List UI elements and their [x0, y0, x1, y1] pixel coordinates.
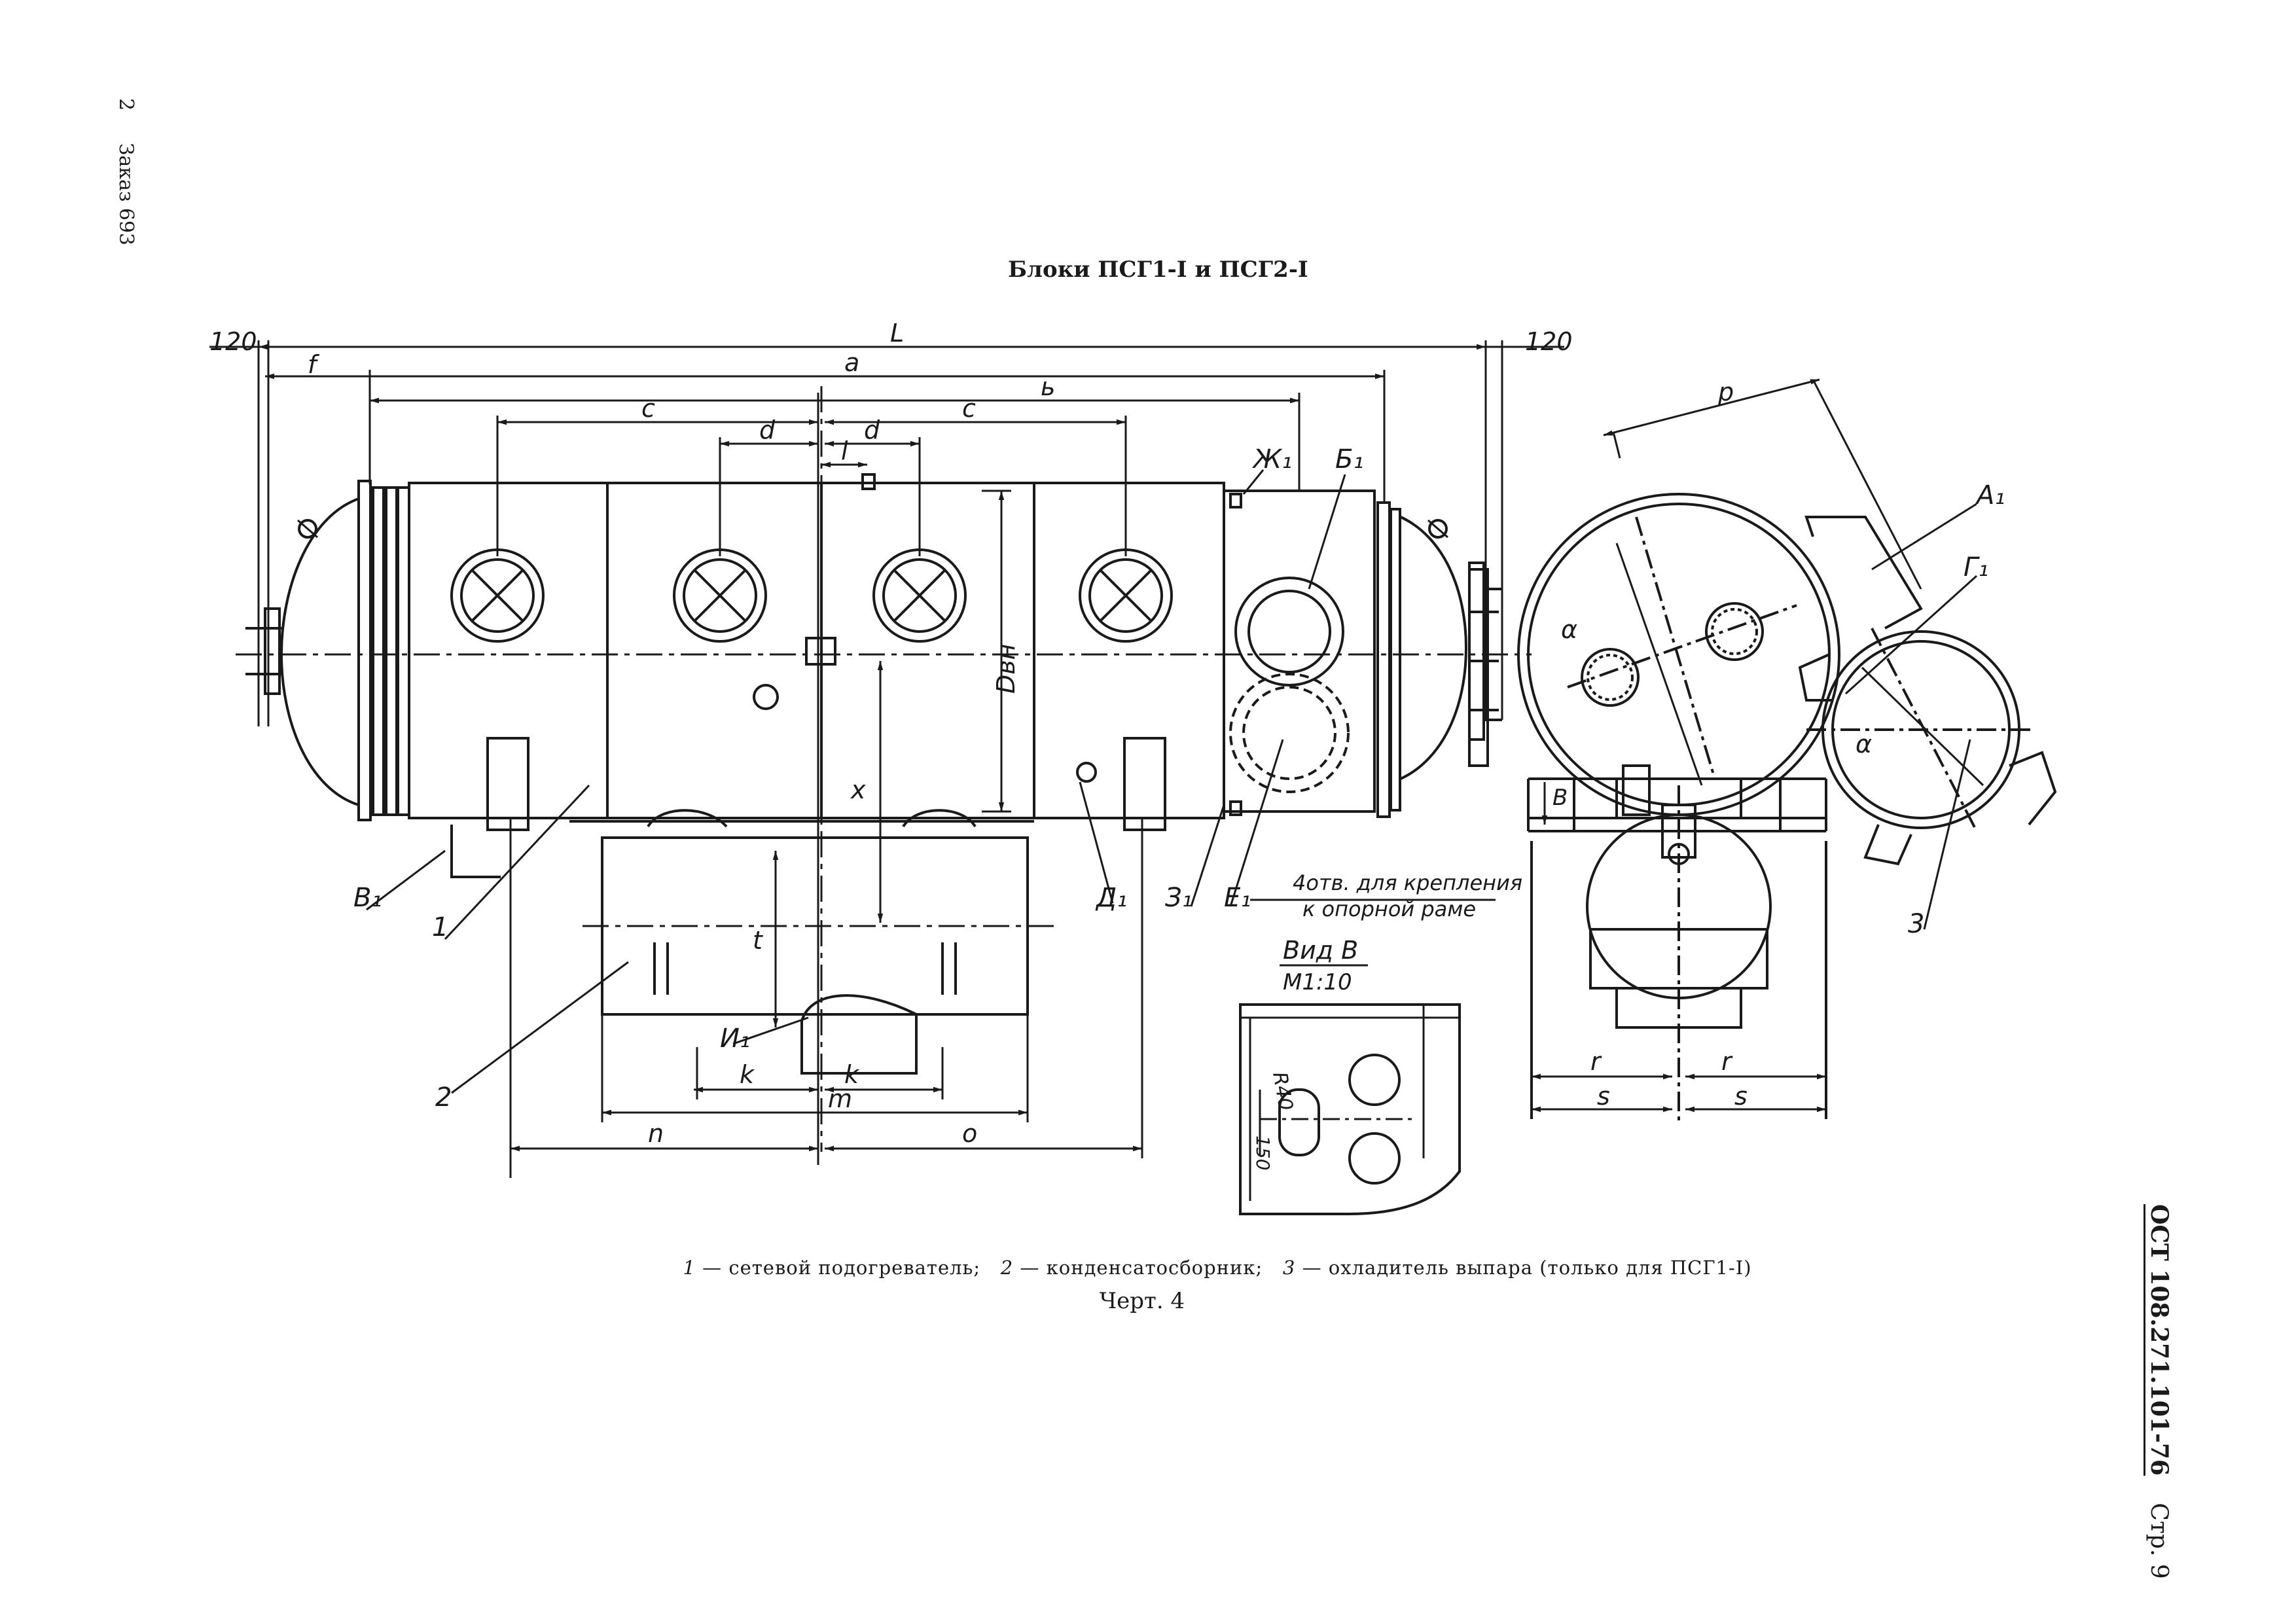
dim-f: f — [308, 350, 320, 379]
callout-g1: Г₁ — [1964, 552, 1988, 582]
dim-o: o — [962, 1119, 977, 1148]
view-b-detail — [1239, 1003, 1461, 1215]
callout-1: 1 — [432, 912, 448, 942]
legend-caption: 1 — сетевой подогреватель; 2 — конденсат… — [683, 1257, 1751, 1279]
dim-r-right: r — [1721, 1047, 1733, 1076]
dim-d-left: d — [759, 416, 776, 444]
dim-m: m — [828, 1084, 852, 1113]
hatch-4 — [1079, 548, 1173, 643]
hatch-2 — [673, 548, 767, 643]
legend-num-1: 1 — [683, 1257, 696, 1279]
dim-n: n — [648, 1119, 664, 1148]
dim-x: x — [850, 776, 866, 804]
callout-labels: В₁ 1 2 И₁ Д₁ З₁ Е₁ Ж₁ Б₁ А₁ Г₁ 3 В — [353, 444, 2005, 1113]
centre-lines — [236, 386, 1532, 1152]
dimension-labels: L a ь f c c d d l 120 120 Dвн x t k k m … — [209, 319, 1872, 1148]
legend-text-2: — конденсатосборник; — [1020, 1257, 1263, 1279]
view-b-title: Вид В — [1283, 936, 1358, 965]
dim-l: l — [841, 437, 848, 465]
dim-s-left: s — [1597, 1082, 1610, 1111]
main-vessel-outline — [245, 473, 1502, 878]
view-b-r40: R40 — [1268, 1070, 1297, 1112]
dim-120-left: 120 — [209, 327, 257, 356]
dim-c-left: c — [641, 394, 655, 423]
side-view — [1468, 378, 2057, 1126]
callout-zh1: Ж₁ — [1251, 444, 1292, 474]
callout-d1: Д₁ — [1095, 883, 1127, 913]
legend-text-1: — сетевой подогреватель; — [702, 1257, 981, 1279]
dim-alpha-left: α — [1561, 615, 1577, 644]
condensate-collector — [569, 809, 1034, 1075]
legend-num-3: 3 — [1282, 1257, 1296, 1279]
dim-dvn: Dвн — [992, 643, 1020, 694]
mount-note-line1: 4отв. для крепления — [1293, 870, 1522, 895]
view-b-labels: Вид В М1:10 R40 150 — [1252, 936, 1368, 1170]
legend-num-2: 2 — [1000, 1257, 1014, 1279]
dim-120-right: 120 — [1525, 327, 1573, 356]
dim-c-right: c — [962, 394, 976, 423]
dim-L: L — [890, 319, 904, 348]
callout-v1: В₁ — [353, 883, 382, 913]
callout-2: 2 — [435, 1082, 452, 1113]
dim-alpha-right: α — [1856, 730, 1872, 758]
dim-r-left: r — [1590, 1047, 1602, 1076]
dim-s-right: s — [1734, 1082, 1748, 1111]
dim-t: t — [753, 926, 764, 955]
view-marker-b: В — [1552, 785, 1568, 811]
mount-note: 4отв. для крепления к опорной раме — [1293, 870, 1522, 921]
dim-a: a — [844, 348, 859, 377]
view-b-150: 150 — [1252, 1135, 1274, 1170]
dimension-lines — [209, 340, 1564, 1178]
dim-k-left: k — [740, 1060, 755, 1089]
callout-b1: Б₁ — [1335, 444, 1363, 474]
callout-a1: А₁ — [1975, 480, 2005, 510]
view-b-scale: М1:10 — [1283, 969, 1352, 995]
callout-i1: И₁ — [720, 1024, 750, 1054]
legend-text-3: — охладитель выпара (только для ПСГ1-I) — [1302, 1257, 1752, 1279]
dim-k-right: k — [844, 1060, 860, 1089]
callout-leaders — [366, 469, 1978, 1094]
callout-3: 3 — [1908, 909, 1924, 939]
page-title: Блоки ПСГ1-I и ПСГ2-I — [1008, 257, 1308, 283]
dim-p: p — [1717, 378, 1734, 406]
mount-note-line2: к опорной раме — [1302, 897, 1476, 921]
figure-number: Черт. 4 — [1099, 1288, 1185, 1314]
callout-e1: Е₁ — [1224, 883, 1251, 913]
callout-z1: З₁ — [1165, 883, 1193, 913]
hatch-1 — [450, 548, 545, 643]
dim-d-right: d — [864, 416, 880, 444]
dim-b: ь — [1041, 372, 1055, 401]
hatch-3 — [872, 548, 967, 643]
